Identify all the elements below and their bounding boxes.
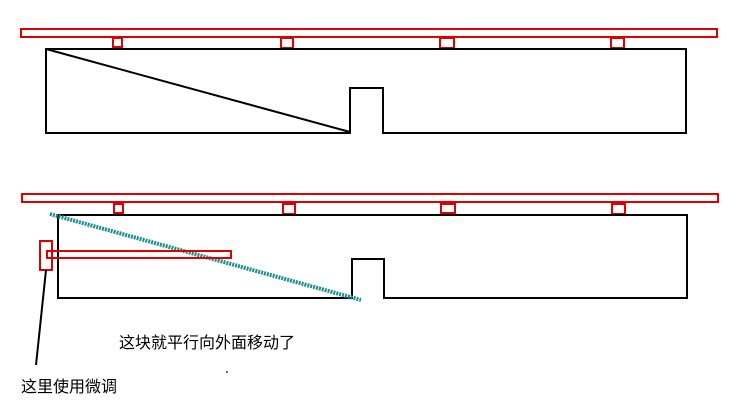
top-rail-bracket-4 [610, 37, 625, 49]
top-rail-bracket-2 [280, 37, 294, 49]
stray-dot [226, 371, 228, 373]
bottom-rail-bracket-2 [282, 203, 296, 215]
top-cabinet-outline [45, 48, 687, 134]
move-note-label: 这块就平行向外面移动了 [119, 333, 296, 352]
top-rail-bracket-1 [112, 37, 123, 48]
adjust-note-label: 这里使用微调 [21, 377, 118, 396]
bottom-rail-bracket-1 [113, 203, 124, 214]
bottom-diagonal-shifted-line [49, 212, 362, 302]
bottom-rail-bracket-3 [440, 203, 456, 214]
leader-line [35, 269, 47, 366]
panel-after [21, 193, 719, 373]
bottom-rail [21, 193, 719, 203]
adjuster-bar [46, 250, 232, 259]
panel-before [20, 28, 718, 134]
top-rail-bracket-3 [439, 37, 455, 49]
bottom-cabinet-outline [57, 214, 688, 299]
bottom-rail-bracket-4 [611, 203, 626, 215]
top-diagonal-line [45, 48, 351, 133]
top-rail [20, 28, 718, 38]
